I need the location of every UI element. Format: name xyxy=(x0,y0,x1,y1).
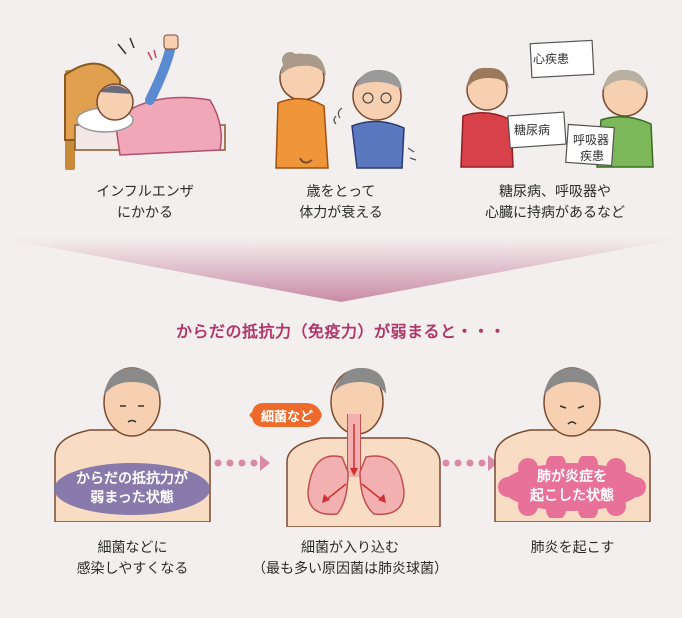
stage-caption-infection: 細菌などに 感染しやすくなる xyxy=(76,540,189,577)
sign-respiratory-label-2: 疾患 xyxy=(580,149,605,163)
bacteria-tag-label: 細菌など xyxy=(260,410,313,425)
cause-caption-aging: 歳をとって 体力が衰える xyxy=(299,184,383,221)
lungs-illustration xyxy=(286,367,441,527)
cause-caption-flu: インフルエンザ にかかる xyxy=(96,184,194,221)
bacteria-tag-shape xyxy=(249,403,322,427)
cause-caption-chronic: 糖尿病、呼吸器や 心臓に持病があるなど xyxy=(485,184,625,221)
progress-arrow-2 xyxy=(442,455,498,471)
chronic-illness-illustration xyxy=(460,39,654,168)
stage-caption-bacteria: 細菌が入り込む （最も多い原因菌は肺炎球菌） xyxy=(252,540,448,577)
weakened-state-oval xyxy=(54,463,210,515)
weakened-state-label: からだの抵抗力が 弱まった状態 xyxy=(76,471,188,506)
elderly-illustration xyxy=(275,52,417,169)
sign-heart-disease xyxy=(529,39,595,79)
sign-respiratory-label-1: 呼吸器 xyxy=(573,133,610,147)
funnel-arrow xyxy=(0,238,682,302)
sign-respiratory xyxy=(565,123,615,167)
sign-diabetes xyxy=(507,111,567,149)
progress-arrow-1 xyxy=(214,455,270,471)
headline: からだの抵抗力（免疫力）が弱まると・・・ xyxy=(175,322,506,341)
flu-illustration xyxy=(64,34,226,170)
sign-heart-label: 心疾患 xyxy=(533,52,570,66)
inflamed-state-label: 肺が炎症を 起こした状態 xyxy=(530,469,614,504)
inflamed-state-cloud xyxy=(498,456,646,518)
sign-diabetes-label: 糖尿病 xyxy=(514,123,551,137)
stage-caption-pneumonia: 肺炎を起こす xyxy=(530,540,615,556)
